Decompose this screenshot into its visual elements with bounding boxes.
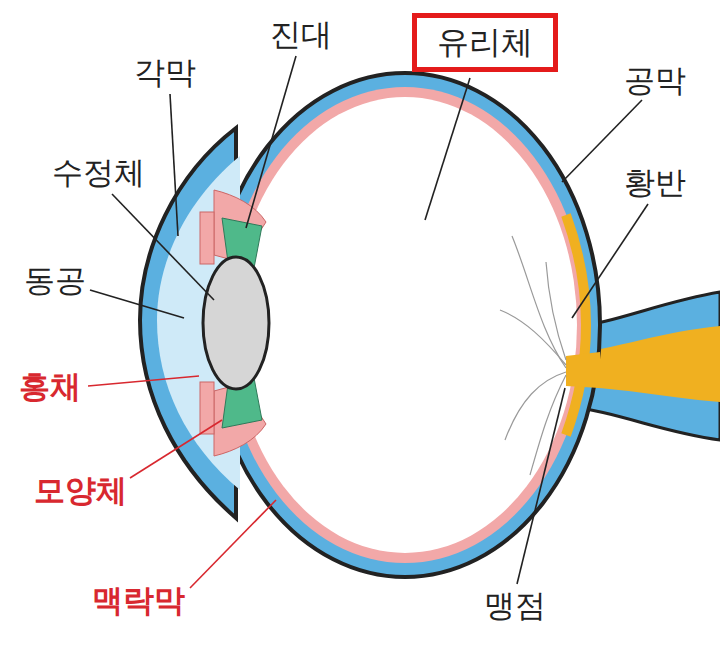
part-name: 동공 [22, 263, 88, 297]
optic-disc [566, 352, 600, 388]
part-name: 맹점 [482, 588, 548, 622]
leader-line [190, 500, 276, 588]
retinal-vessels [500, 236, 566, 475]
part-name: 각막 [132, 55, 198, 89]
part-name: 황반 [622, 165, 688, 199]
leader-line [572, 204, 648, 318]
lens [203, 257, 269, 389]
vessel [546, 262, 566, 360]
iris [200, 212, 214, 264]
leader-line [425, 78, 470, 220]
part-name: 수정체 [50, 155, 147, 189]
part-name: 유리체 [437, 24, 533, 61]
vessel [500, 310, 566, 365]
vessel [512, 236, 566, 368]
leader-line [517, 388, 565, 584]
highlight-box: 유리체 [412, 13, 558, 72]
leader-line [130, 420, 222, 478]
leader-line [88, 376, 199, 386]
leader-line [112, 194, 214, 300]
part-name: 맥락막 [90, 583, 187, 617]
vessel [505, 372, 566, 440]
leader-line [246, 56, 296, 228]
vitreous [233, 97, 577, 553]
choroid [223, 87, 587, 563]
leader-line [170, 94, 178, 236]
part-name: 진대 [268, 17, 334, 51]
leader-line [90, 290, 184, 318]
leader-lines [88, 56, 648, 588]
part-name: 공막 [622, 63, 688, 97]
part-name: 홍채 [17, 369, 83, 403]
part-name: 모양체 [32, 473, 129, 507]
